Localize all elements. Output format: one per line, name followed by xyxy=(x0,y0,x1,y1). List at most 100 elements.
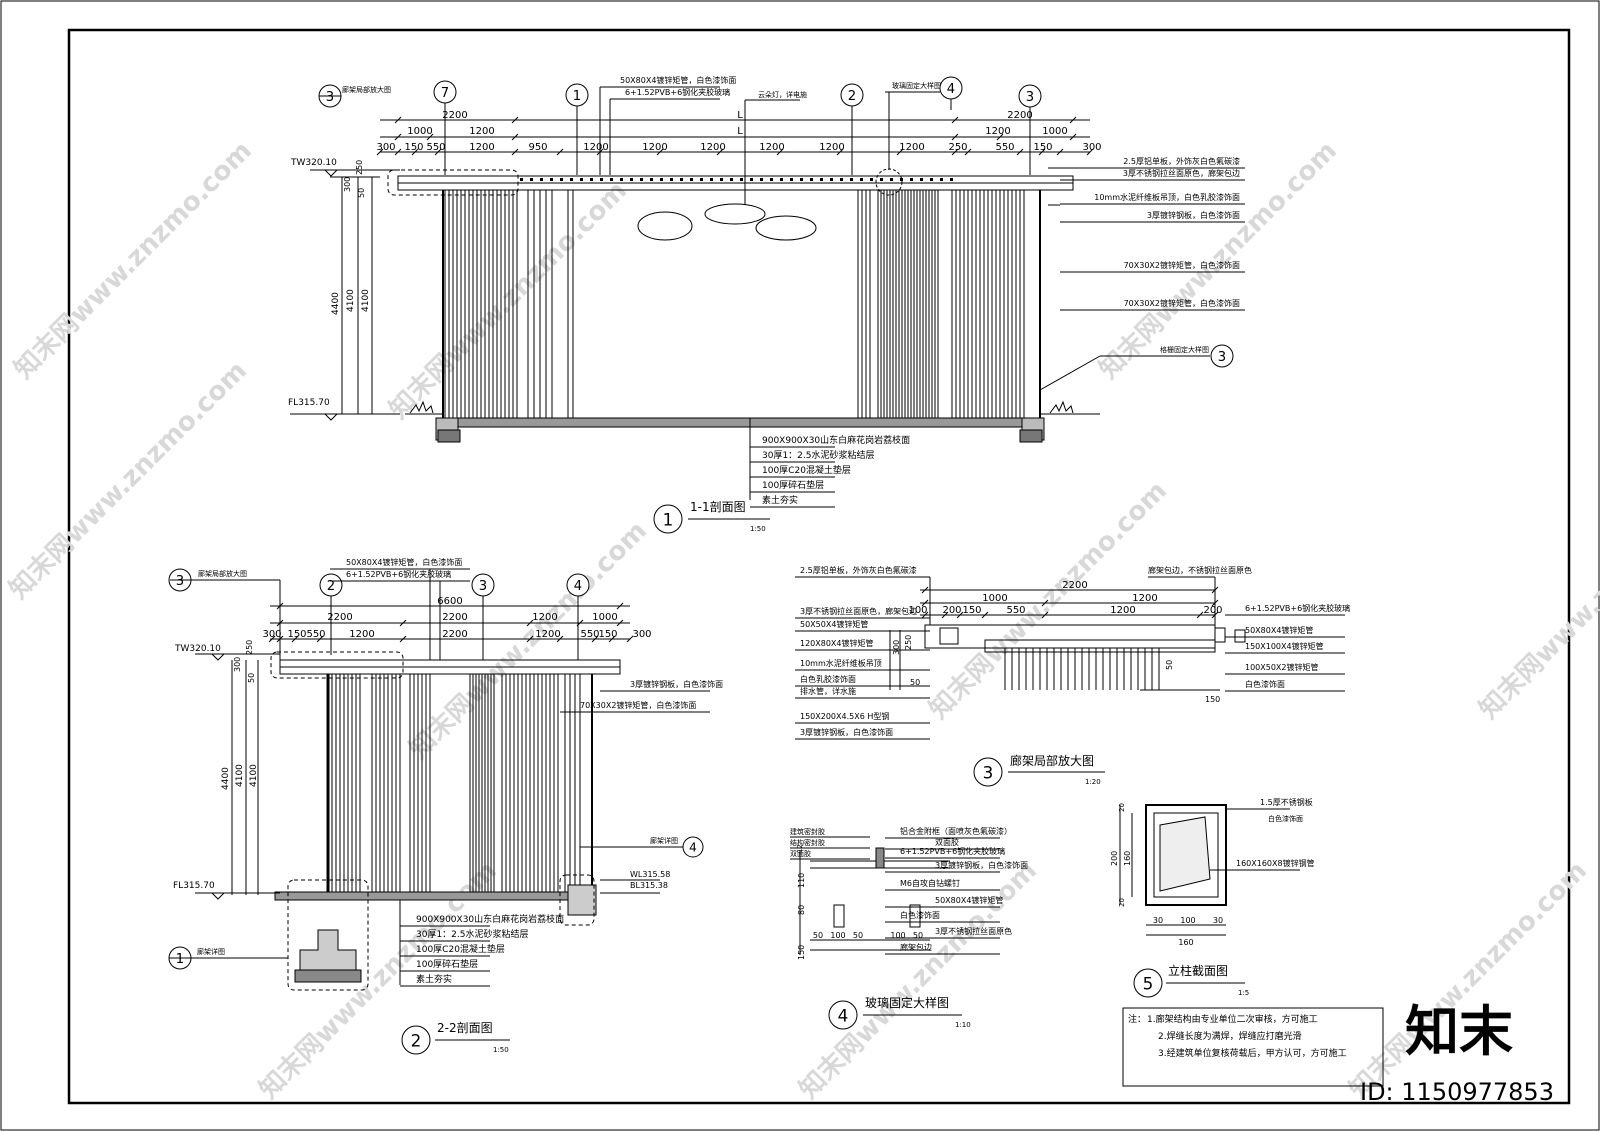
callout-label: 廊架局部放大图 xyxy=(342,85,391,94)
material-label: 建筑密封胶 xyxy=(790,827,825,836)
material-label: 3厚镀锌钢板，白色漆饰面 xyxy=(800,727,893,737)
material-label: 100厚C20混凝土垫层 xyxy=(762,464,851,476)
watermark-text: 知末网www.znzmo.com xyxy=(384,176,633,425)
section-scale: 1:50 xyxy=(750,525,766,533)
material-label: 100X50X2镀锌矩管 xyxy=(1245,662,1319,672)
dimension-value: 150 xyxy=(598,629,617,640)
material-label: M6自攻自钻螺钉 xyxy=(900,878,960,888)
dimension-value: 100 xyxy=(908,605,927,616)
section-title: 廊架局部放大图 xyxy=(1010,753,1094,768)
dimension-value: 1200 xyxy=(899,142,924,153)
material-label: 6+1.52PVB+6钢化夹胶玻璃 xyxy=(900,846,1005,856)
dimension-value: 950 xyxy=(528,142,547,153)
dimension-value: 1200 xyxy=(819,142,844,153)
axis-number: 3 xyxy=(326,90,334,105)
section-scale: 1:20 xyxy=(1085,778,1101,786)
brand-logo: 知末 xyxy=(1405,1000,1513,1063)
dimension-value: 200 xyxy=(1203,605,1222,616)
callout-label: 廊架详图 xyxy=(197,947,225,956)
material-label: 70X30X2镀锌矩管，白色漆饰面 xyxy=(580,700,696,710)
elevation-label: FL315.70 xyxy=(288,398,330,408)
material-label: 100厚碎石垫层 xyxy=(762,479,824,491)
material-label: 100厚C20混凝土垫层 xyxy=(416,943,505,955)
axis-number: 1 xyxy=(663,509,674,529)
dimension-value: 1200 xyxy=(1110,605,1135,616)
notes-heading: 注： xyxy=(1128,1013,1146,1025)
dimension-value: 300 xyxy=(892,640,901,655)
dimension-value: 1200 xyxy=(469,126,494,137)
dimension-value: 150 xyxy=(1033,142,1052,153)
watermark-text: 知末网www.znzmo.com xyxy=(1474,476,1600,725)
axis-number: 4 xyxy=(689,841,697,855)
dimension-value: 4400 xyxy=(221,767,231,790)
dimension-value: 50 xyxy=(913,931,923,940)
material-label: 白色漆饰面 xyxy=(1268,814,1303,823)
dimension-value: 1000 xyxy=(592,612,617,623)
dimension-value: 20 xyxy=(1118,803,1126,812)
material-label: 150X100X4镀锌矩管 xyxy=(1245,641,1324,651)
material-label: 双面胶 xyxy=(935,837,959,847)
dimension-value: 12 xyxy=(796,844,804,853)
material-label: 120X80X4镀锌矩管 xyxy=(800,638,874,648)
elevation-label: TW320.10 xyxy=(290,158,337,168)
elevation-label: TW320.10 xyxy=(174,644,221,654)
dimension-value: 300 xyxy=(1082,142,1101,153)
dimension-value: 200 xyxy=(942,605,961,616)
section-number xyxy=(973,757,1003,787)
watermark-text: 知末网www.znzmo.com xyxy=(1344,856,1593,1105)
dimension-value: 2200 xyxy=(442,629,467,640)
axis-number: 3 xyxy=(983,762,994,782)
axis-number: 2 xyxy=(411,1030,422,1050)
section-title: 1-1剖面图 xyxy=(690,500,746,514)
dimension-value: 1200 xyxy=(985,126,1010,137)
material-label: 1.5厚不锈钢板 xyxy=(1260,797,1313,807)
dimension-value: 100 xyxy=(830,931,845,940)
axis-number: 3 xyxy=(176,574,184,589)
section-scale: 1:50 xyxy=(493,1046,509,1054)
dimension-value: 50 xyxy=(1165,660,1174,670)
material-label: 3厚镀锌钢板，白色漆饰面 xyxy=(630,679,723,689)
material-label: 900X900X30山东白麻花岗岩荔枝面 xyxy=(762,434,910,446)
dimension-value: 2200 xyxy=(442,110,467,121)
material-label: 100厚碎石垫层 xyxy=(416,958,478,970)
axis-number: 7 xyxy=(441,86,449,101)
material-label: 50X80X4镀锌矩管，白色漆饰面 xyxy=(346,557,462,567)
inner-frame xyxy=(67,28,1571,1105)
dimension-value: 150 xyxy=(962,605,981,616)
dimension-value: 160 xyxy=(1123,851,1132,866)
material-label: 900X900X30山东白麻花岗岩荔枝面 xyxy=(416,913,564,925)
dimension-value: 50 xyxy=(813,931,823,940)
dimension-value: 150 xyxy=(797,945,806,960)
material-label: 素土夯实 xyxy=(416,973,452,985)
dimension-value: 1200 xyxy=(469,142,494,153)
dimension-value: 150 xyxy=(1205,695,1220,704)
dimension-value: 1200 xyxy=(535,629,560,640)
dimension-value: 550 xyxy=(1006,605,1025,616)
dimension-value: 250 xyxy=(904,635,913,650)
section-number xyxy=(1133,968,1163,998)
watermark-text: 知末网www.znzmo.com xyxy=(794,856,1043,1105)
dimension-value: 550 xyxy=(995,142,1014,153)
axis-number: 2 xyxy=(848,89,856,104)
dimension-value: L xyxy=(737,110,743,121)
dimension-value: 300 xyxy=(233,657,242,672)
dimension-value: 250 xyxy=(355,160,364,175)
material-label: 3厚不锈钢拉丝面原色，廊架包边 xyxy=(1123,168,1240,178)
dimension-value: 50 xyxy=(853,931,863,940)
axis-number: 4 xyxy=(838,1005,849,1025)
material-label: 廊架包边，不锈钢拉丝面原色 xyxy=(1148,565,1252,575)
section-number xyxy=(828,1000,858,1030)
material-label: 铝合金附框（面喷灰色氟碳漆） xyxy=(900,826,1012,836)
dimension-value: 2200 xyxy=(1007,110,1032,121)
axis-number: 4 xyxy=(574,579,582,594)
image-id: ID: 1150977853 xyxy=(1360,1078,1554,1106)
material-label: 30厚1：2.5水泥砂浆粘结层 xyxy=(762,449,875,461)
dimension-value: 4400 xyxy=(331,292,341,315)
dimension-value: 1200 xyxy=(759,142,784,153)
dimension-value: 1000 xyxy=(982,593,1007,604)
material-label: 50X80X4镀锌矩管，白色漆饰面 xyxy=(620,75,736,85)
material-label: 白色乳胶漆饰面 xyxy=(800,674,856,684)
material-label: 格栅固定大样图 xyxy=(1160,345,1209,354)
dimension-value: 2200 xyxy=(442,612,467,623)
material-label: 3厚不锈钢拉丝面原色，廊架包边 xyxy=(800,606,917,616)
